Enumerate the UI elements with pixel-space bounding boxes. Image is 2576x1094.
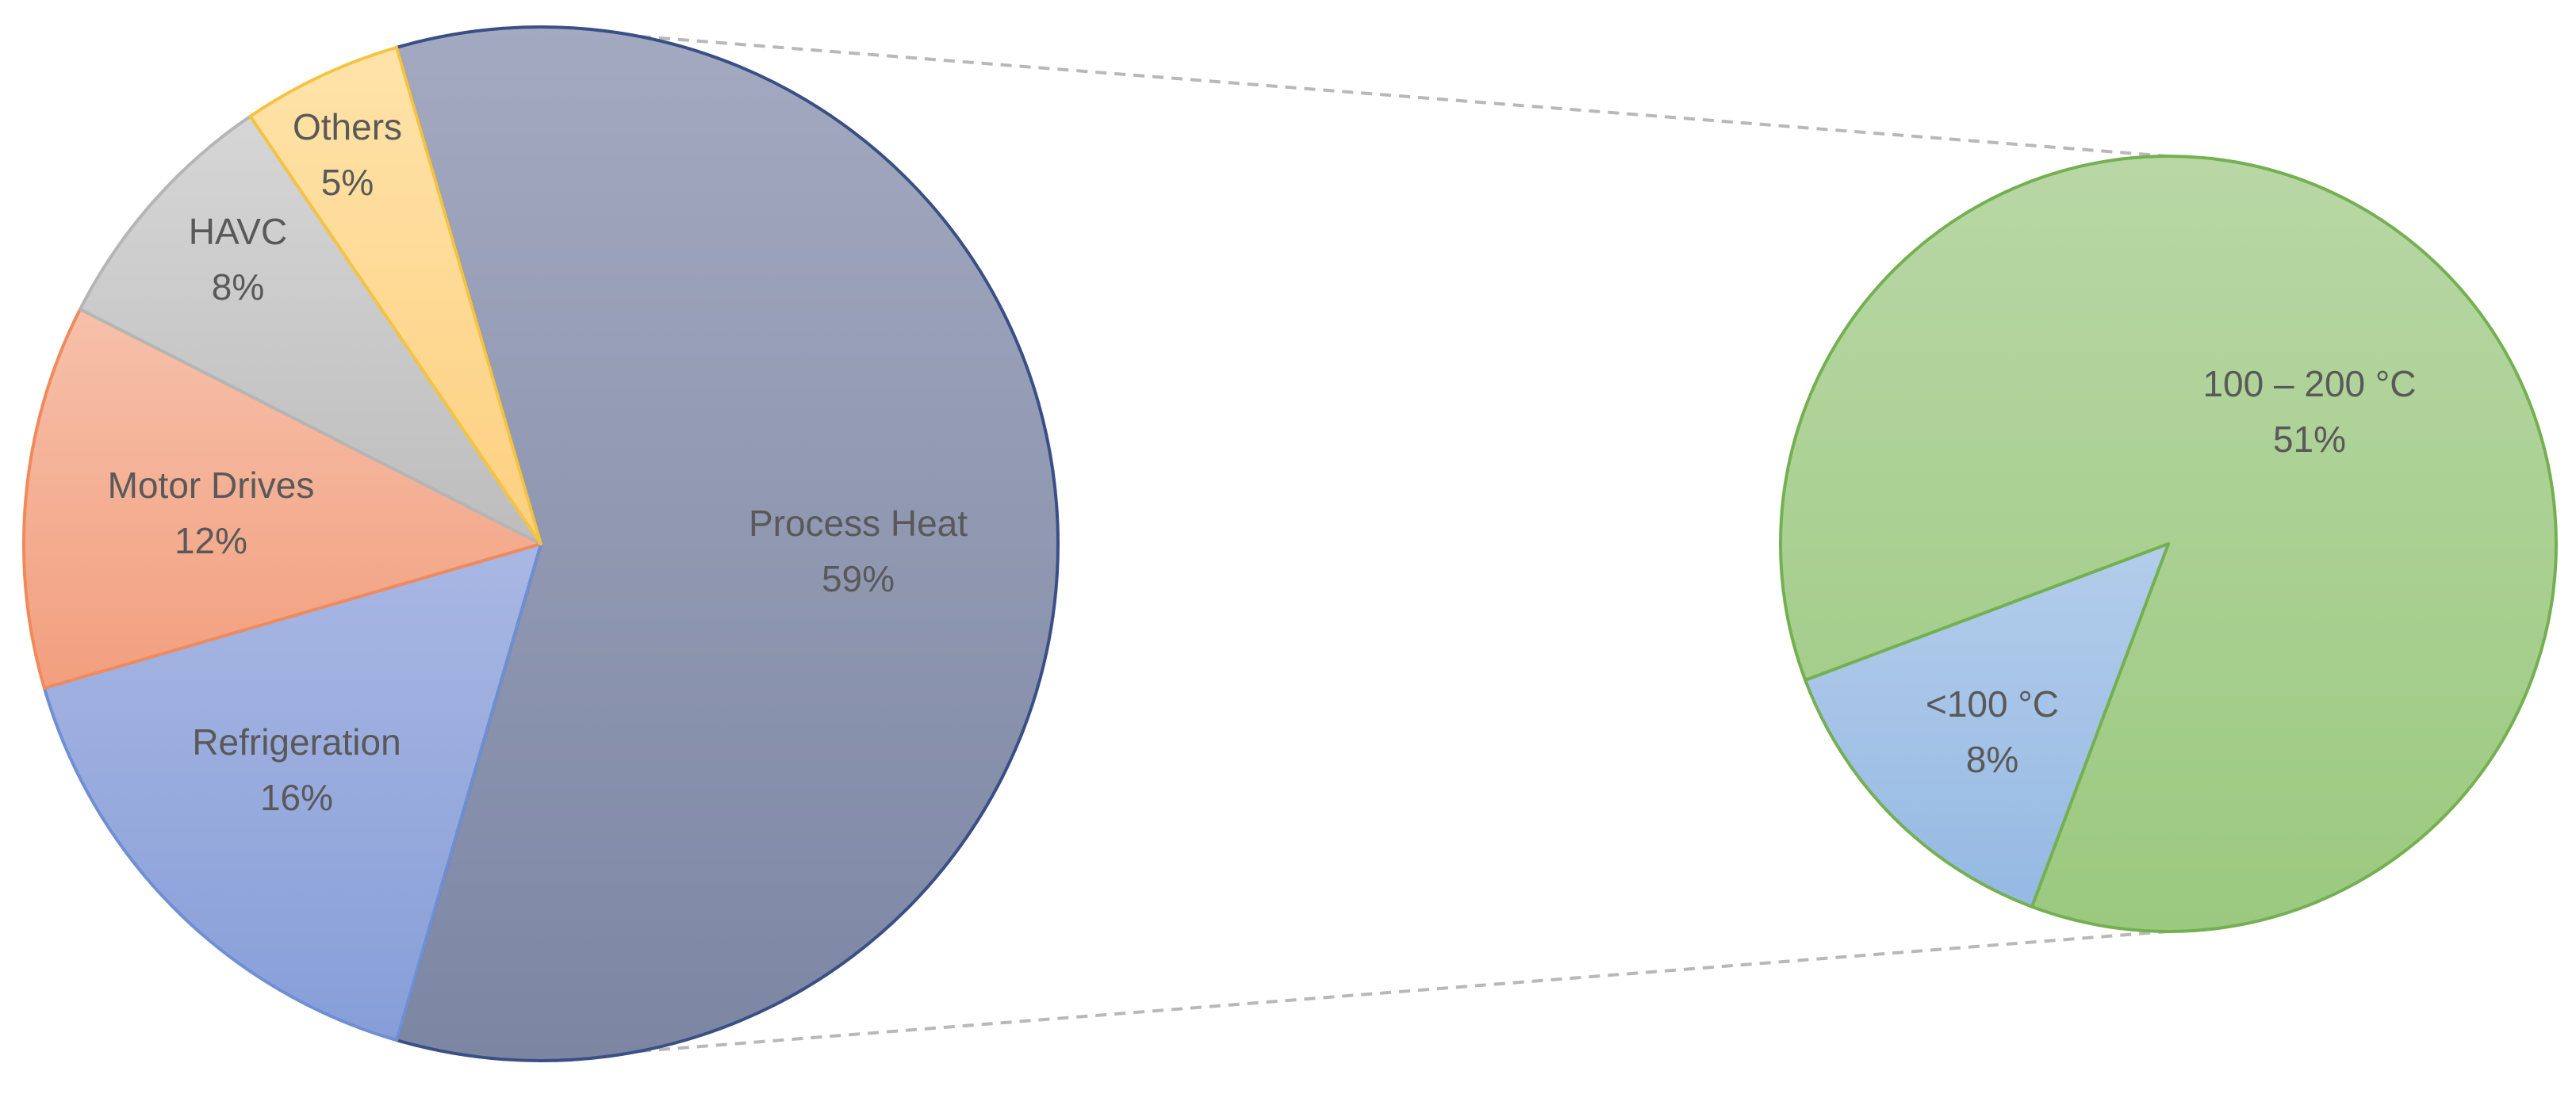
main-slice-motor-drives-value: 12% (174, 520, 247, 561)
connector-lines (639, 35, 2169, 1053)
connector-line-bottom (639, 930, 2169, 1053)
pie-slice-100-200-c (1779, 155, 2558, 933)
main-slice-others-value: 5% (321, 162, 374, 203)
main-slice-motor-drives-label: Motor Drives (108, 465, 315, 506)
pie-slice-100-c (1804, 542, 2170, 908)
pie-slice-motor-drives (22, 307, 542, 690)
main-slice-havc-value: 8% (212, 266, 264, 308)
pie-slice-havc (79, 114, 542, 545)
pie-slice-process-heat (395, 25, 1060, 1062)
secondary-pie (1779, 155, 2558, 933)
main-slice-others-label: Others (293, 106, 402, 147)
secondary-slice-100-200-c-label: 100 – 200 °C (2202, 363, 2416, 404)
secondary-slice-100-200-c-value: 51% (2273, 419, 2346, 460)
main-slice-process-heat-value: 59% (822, 558, 895, 599)
main-slice-process-heat-label: Process Heat (749, 503, 968, 544)
pie-slice-others (248, 45, 542, 545)
main-pie (22, 25, 1060, 1062)
connector-line-top (639, 35, 2169, 158)
main-slice-havc-label: HAVC (189, 211, 287, 252)
secondary-slice-100-c-label: <100 °C (1926, 683, 2059, 725)
data-labels: Process Heat 59% Refrigeration 16% Motor Dri… (108, 106, 2417, 818)
main-slice-refrigeration-label: Refrigeration (192, 721, 401, 763)
main-slice-refrigeration-value: 16% (260, 777, 333, 818)
secondary-slice-100-c-value: 8% (1966, 739, 2018, 780)
pie-slice-refrigeration (42, 542, 542, 1042)
